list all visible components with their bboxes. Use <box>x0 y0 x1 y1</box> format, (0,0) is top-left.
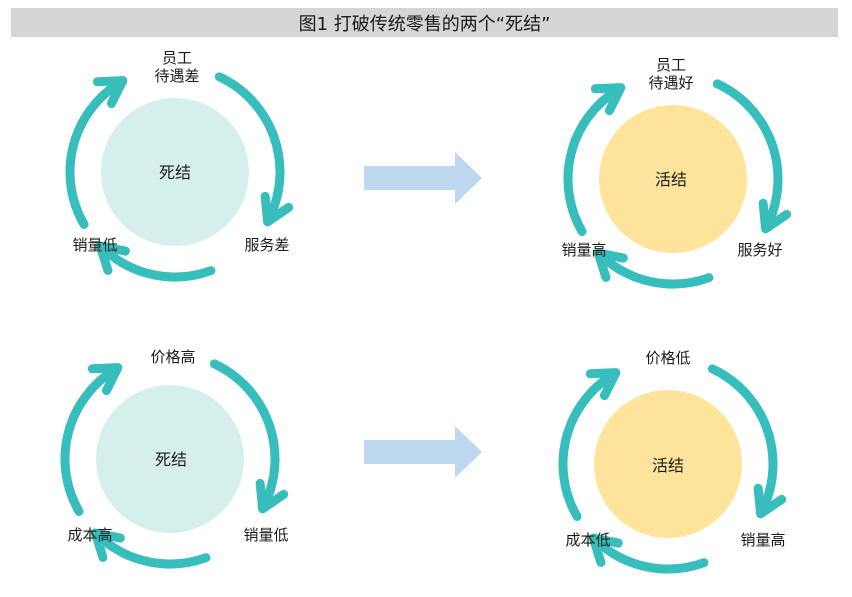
center-label: 活结 <box>651 456 685 475</box>
cycle-diagram-dead-2: 死结 价格高 销量低 成本高 <box>40 329 300 589</box>
arc-right-to-left <box>95 532 211 569</box>
cycle-arrows <box>558 364 787 574</box>
arrowhead-icon <box>590 83 626 116</box>
node-label-top: 员工 待遇好 <box>648 56 694 92</box>
cycle-diagram-live-1: 活结 员工 待遇好 服务好 销量高 <box>543 49 803 309</box>
node-label-left: 销量低 <box>72 236 118 254</box>
arc-left-to-top <box>60 366 118 516</box>
node-label-left: 成本低 <box>565 531 611 549</box>
node-label-top: 员工 待遇差 <box>154 49 200 85</box>
arrowhead-icon <box>95 241 130 275</box>
cycle-arrows <box>563 79 792 289</box>
node-label-right: 销量高 <box>740 531 786 549</box>
node-label-top: 价格低 <box>645 349 691 367</box>
center-label: 死结 <box>158 163 192 182</box>
arc-left-to-top <box>65 79 123 229</box>
node-label-right: 销量低 <box>243 526 289 544</box>
arc-right-to-left <box>100 245 216 282</box>
transition-arrow-shape <box>364 426 482 478</box>
cycle-diagram-dead-1: 死结 员工 待遇差 服务差 销量低 <box>45 42 305 302</box>
arrowhead-icon <box>758 198 792 234</box>
arc-top-to-right <box>707 364 778 513</box>
arrowhead-icon <box>753 483 787 519</box>
right-arrow-icon <box>364 152 482 204</box>
node-label-top: 价格高 <box>150 348 196 366</box>
arc-top-to-right <box>712 79 783 228</box>
figure-title-bar: 图1 打破传统零售的两个“死结” <box>11 8 838 37</box>
center-circle <box>599 105 747 253</box>
arc-top-to-right <box>214 72 285 221</box>
transition-arrow-shape <box>364 152 482 204</box>
arrowhead-icon <box>255 478 289 514</box>
arrowhead-icon <box>90 528 125 562</box>
right-arrow-icon <box>364 426 482 478</box>
center-circle <box>594 390 742 538</box>
center-label: 活结 <box>654 170 688 189</box>
center-label: 死结 <box>154 450 188 469</box>
center-circle <box>96 385 244 533</box>
cycle-diagram-live-2: 活结 价格低 销量高 成本低 <box>538 334 798 594</box>
node-label-right: 服务好 <box>737 241 783 259</box>
arrowhead-icon <box>585 368 621 401</box>
node-label-right: 服务差 <box>244 236 290 254</box>
cycle-arrows <box>60 359 289 569</box>
arc-top-to-right <box>209 359 280 508</box>
arc-right-to-left <box>598 252 714 289</box>
node-label-left: 成本高 <box>67 526 113 544</box>
arc-left-to-top <box>563 86 621 236</box>
arc-left-to-top <box>558 371 616 521</box>
cycle-arrows <box>65 72 294 282</box>
arrowhead-icon <box>260 191 294 227</box>
figure-title: 图1 打破传统零售的两个“死结” <box>298 13 551 35</box>
arrowhead-icon <box>593 248 628 282</box>
arrowhead-icon <box>92 76 128 109</box>
arc-right-to-left <box>593 537 709 574</box>
node-label-left: 销量高 <box>561 241 607 259</box>
arrowhead-icon <box>87 363 123 396</box>
center-circle <box>101 98 249 246</box>
arrowhead-icon <box>588 533 623 567</box>
